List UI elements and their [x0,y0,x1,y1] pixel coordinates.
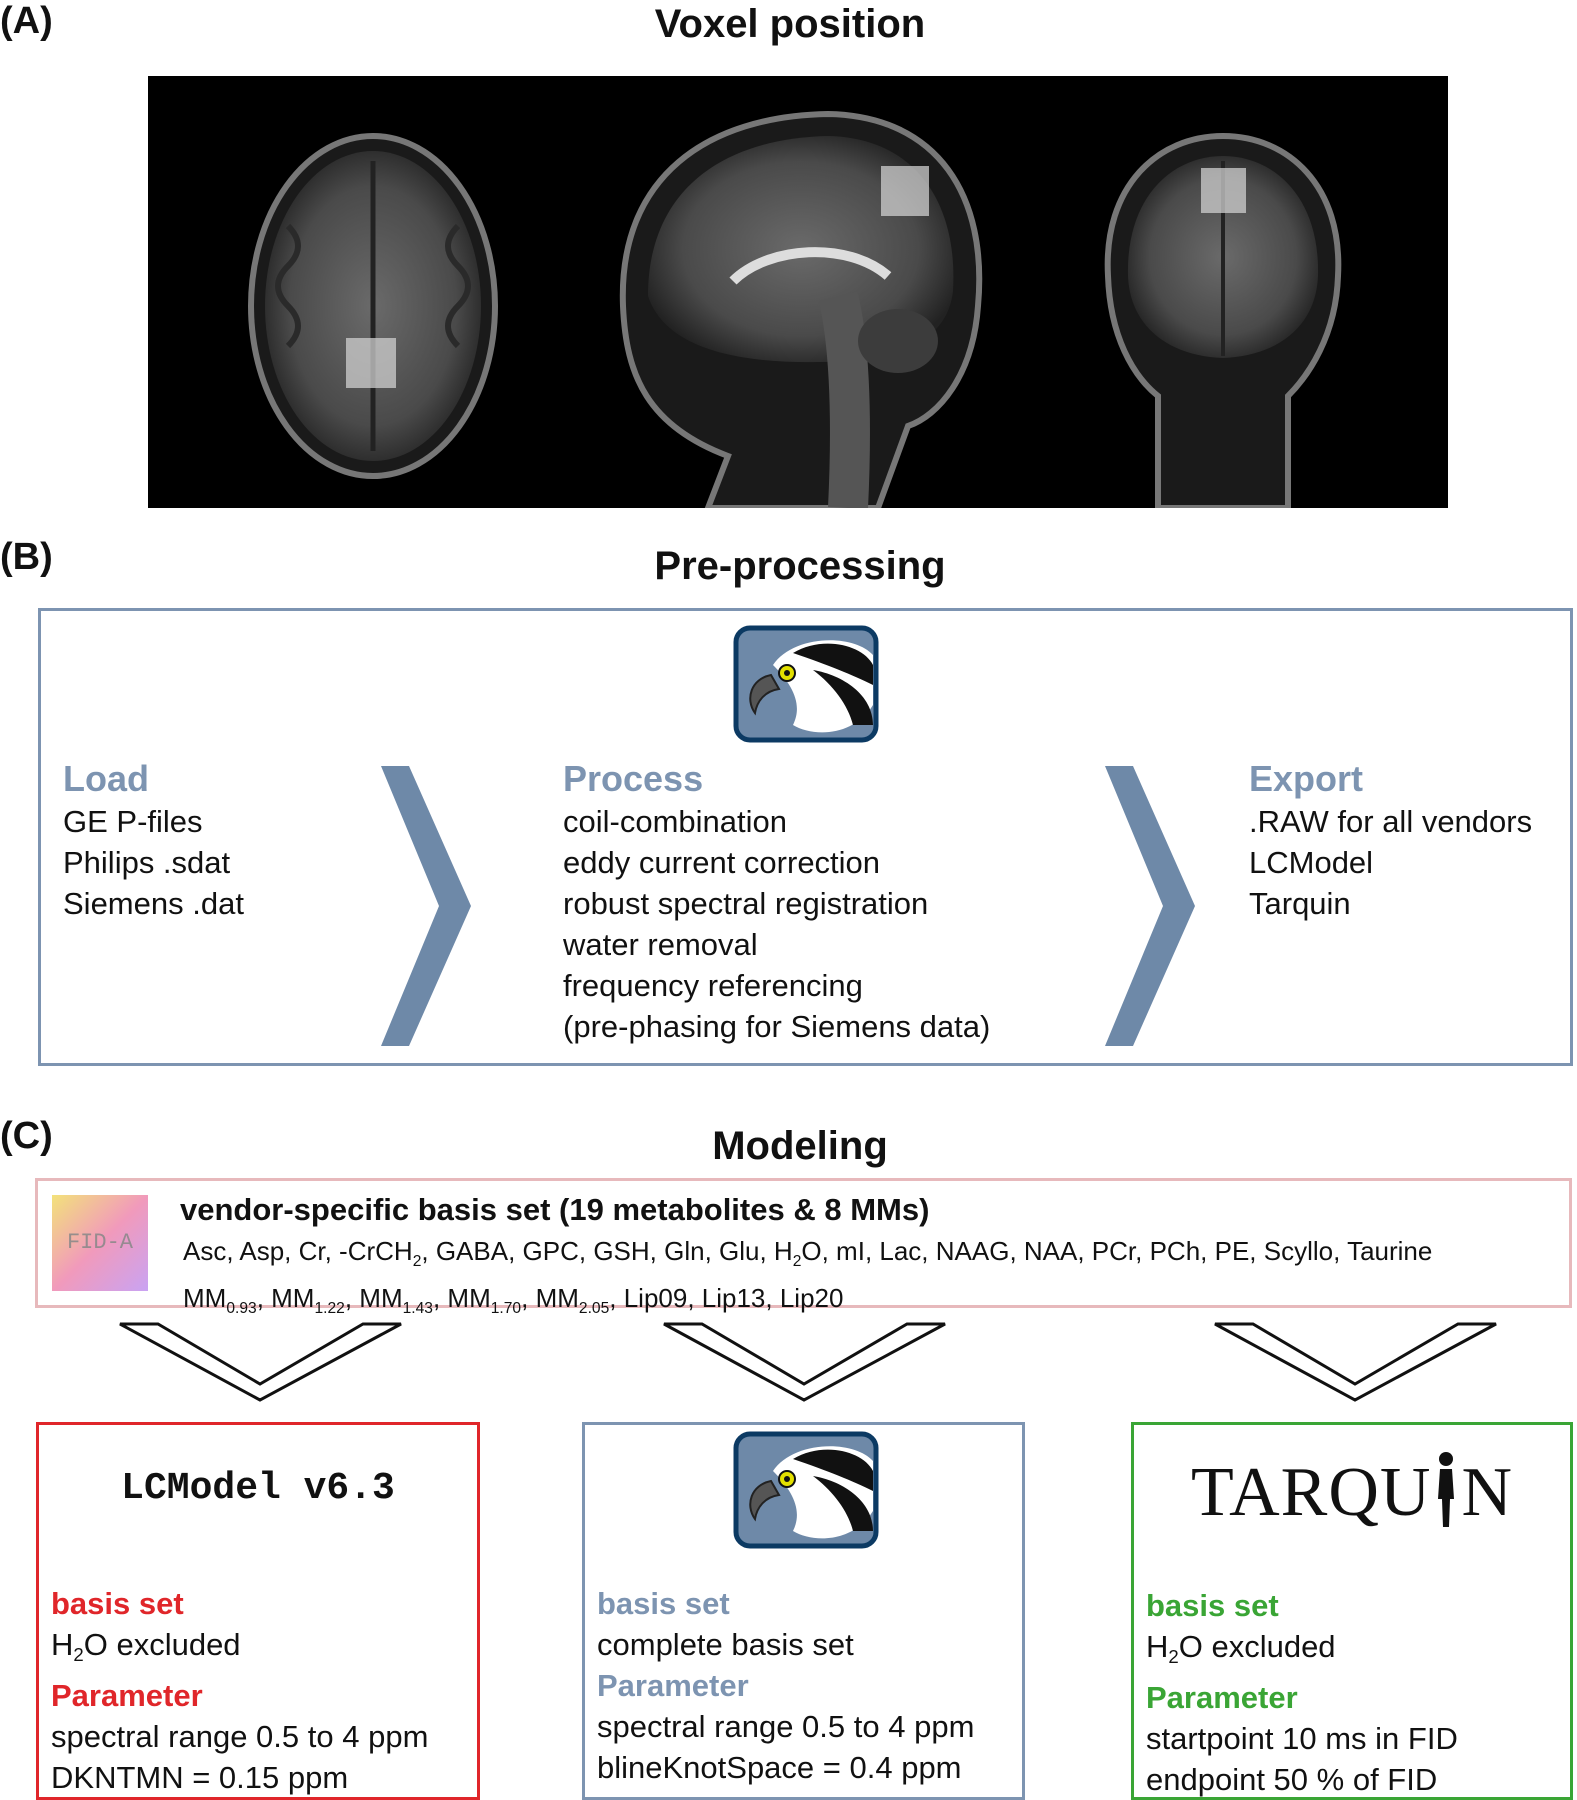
mri-slices [248,110,1342,508]
process-item: eddy current correction [563,845,881,880]
voxel-marker [1201,168,1246,213]
lcmodel-details: basis set H2O excluded Parameter spectra… [51,1583,428,1798]
process-item: water removal [563,927,758,962]
osprey-param-heading: Parameter [597,1668,749,1703]
export-item: Tarquin [1249,886,1351,921]
tarquin-param-heading: Parameter [1146,1680,1298,1715]
lcmodel-logo: LCModel v6.3 [121,1467,395,1510]
metabolite-line: Asc, Asp, Cr, -CrCH2, GABA, GPC, GSH, Gl… [183,1236,1433,1270]
panel-c-label: (C) [0,1115,53,1157]
mri-sagittal-slice [619,110,983,508]
load-heading: Load [63,758,149,799]
osprey-box: basis set complete basis set Parameter s… [582,1422,1025,1800]
lcmodel-box: LCModel v6.3 basis set H2O excluded Para… [36,1422,480,1800]
export-heading: Export [1249,758,1364,799]
tarquin-basis-value: H2O excluded [1146,1629,1336,1667]
tarquin-param: startpoint 10 ms in FID [1146,1721,1458,1756]
panel-b-title: Pre-processing [654,544,946,588]
load-item: GE P-files [63,804,203,839]
process-item: coil-combination [563,804,787,839]
osprey-basis-heading: basis set [597,1586,730,1621]
osprey-bird-logo-icon [733,1431,879,1549]
export-list: .RAW for all vendors LCModel Tarquin [1249,801,1532,924]
lcmodel-basis-value: H2O excluded [51,1627,241,1665]
panel-a-label: (A) [0,0,53,42]
panel-b-label: (B) [0,536,53,578]
tarquin-basis-heading: basis set [1146,1588,1279,1623]
osprey-param: blineKnotSpace = 0.4 ppm [597,1750,962,1785]
chevron-right-icon [381,766,471,1046]
load-item: Siemens .dat [63,886,244,921]
process-heading: Process [563,758,704,799]
basis-set-box: FID-A vendor-specific basis set (19 meta… [35,1178,1572,1317]
chevron-down-icon [663,1322,946,1402]
mri-coronal-slice [1104,132,1342,508]
osprey-param: spectral range 0.5 to 4 ppm [597,1709,975,1744]
tarquin-param: endpoint 50 % of FID [1146,1762,1438,1797]
mri-image-strip [148,76,1448,508]
export-column: Export .RAW for all vendors LCModel Tarq… [1249,757,1532,924]
metabolite-list: Asc, Asp, Cr, -CrCH2, GABA, GPC, GSH, Gl… [183,1233,1432,1327]
load-item: Philips .sdat [63,845,231,880]
export-item: .RAW for all vendors [1249,804,1533,839]
osprey-bird-logo-icon [733,625,879,743]
voxel-marker [881,166,929,216]
tarquin-figure-icon [1438,1452,1455,1527]
process-list: coil-combination eddy current correction… [563,801,990,1047]
panel-c-title: Modeling [712,1124,888,1168]
mri-axial-slice [248,133,498,479]
process-item: robust spectral registration [563,886,929,921]
basis-set-heading: vendor-specific basis set (19 metabolite… [180,1192,930,1227]
lcmodel-param-heading: Parameter [51,1678,203,1713]
process-column: Process coil-combination eddy current co… [563,757,990,1047]
load-column: Load GE P-files Philips .sdat Siemens .d… [63,757,244,924]
preprocessing-box: Load GE P-files Philips .sdat Siemens .d… [38,608,1573,1066]
macromolecule-line: MM0.93, MM1.22, MM1.43, MM1.70, MM2.05, … [183,1283,844,1317]
export-item: LCModel [1249,845,1374,880]
chevron-right-icon [1105,766,1195,1046]
osprey-details: basis set complete basis set Parameter s… [597,1583,974,1788]
osprey-basis-value: complete basis set [597,1627,854,1662]
load-list: GE P-files Philips .sdat Siemens .dat [63,801,244,924]
process-item: frequency referencing [563,968,863,1003]
voxel-marker [346,338,396,388]
lcmodel-param: spectral range 0.5 to 4 ppm [51,1719,429,1754]
process-item: (pre-phasing for Siemens data) [563,1009,991,1044]
panel-a-title: Voxel position [654,2,926,46]
lcmodel-param: DKNTMN = 0.15 ppm [51,1760,349,1795]
tarquin-details: basis set H2O excluded Parameter startpo… [1146,1585,1458,1800]
lcmodel-basis-heading: basis set [51,1586,184,1621]
fida-logo-icon: FID-A [52,1195,148,1291]
chevron-down-icon [119,1322,402,1402]
chevron-down-icon [1214,1322,1497,1402]
